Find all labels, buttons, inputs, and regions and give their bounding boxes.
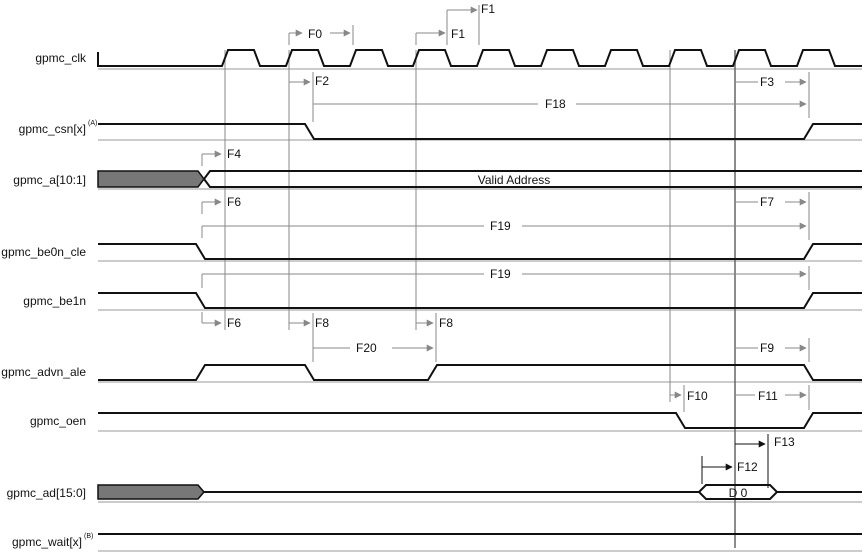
marker-F8-first: F8 — [315, 316, 329, 330]
marker-F10: F10 — [687, 389, 708, 403]
bus-text-data: D 0 — [729, 486, 748, 500]
signal-label-csn: gpmc_csn[x] — [19, 122, 86, 136]
timing-F7: F7 — [735, 192, 810, 240]
timing-F18: F18 — [313, 97, 807, 111]
timing-F3: F3 — [735, 72, 810, 118]
signal-label-wait: gpmc_wait[x] — [12, 535, 82, 549]
marker-F9: F9 — [760, 341, 774, 355]
marker-F13: F13 — [774, 435, 795, 449]
signal-superscript-csn: (A) — [88, 120, 97, 127]
waveform-ad: D 0 — [97, 484, 862, 500]
timing-F6-top: F6 — [201, 195, 241, 214]
signal-label-clk: gpmc_clk — [35, 51, 87, 65]
marker-F7: F7 — [760, 195, 774, 209]
timing-F13: F13 — [735, 434, 795, 488]
timing-F20: F20 — [313, 341, 434, 355]
signal-label-oen: gpmc_oen — [30, 414, 86, 428]
signal-superscript-wait: (B) — [84, 533, 93, 540]
marker-F1-high: F1 — [481, 2, 495, 16]
marker-F19-be1n: F19 — [490, 267, 511, 281]
signal-label-be0n: gpmc_be0n_cle — [1, 245, 86, 259]
marker-F0: F0 — [308, 27, 322, 41]
timing-F1: F1 F1 — [415, 2, 495, 45]
timing-F8-first: F8 — [289, 313, 329, 362]
timing-F12: F12 — [701, 456, 758, 484]
waveform-advn — [98, 364, 862, 381]
marker-F20: F20 — [356, 341, 377, 355]
marker-F4: F4 — [227, 147, 241, 161]
signal-label-a: gpmc_a[10:1] — [13, 173, 86, 187]
timing-F0: F0 — [288, 25, 354, 45]
waveform-be0n — [98, 243, 862, 260]
timing-F2: F2 — [289, 72, 329, 122]
marker-F19-be0n: F19 — [490, 219, 511, 233]
timing-F19-be1n: F19 — [201, 266, 810, 290]
timing-F10: F10 — [670, 385, 708, 412]
signal-label-be1n: gpmc_be1n — [23, 294, 86, 308]
timing-F9: F9 — [735, 338, 810, 362]
timing-F8-second: F8 — [416, 313, 453, 362]
reference-lines — [98, 68, 862, 552]
marker-F1-low: F1 — [451, 27, 465, 41]
marker-F6-top: F6 — [227, 195, 241, 209]
timing-F11: F11 — [735, 385, 810, 410]
marker-F2: F2 — [315, 74, 329, 88]
bus-text-address: Valid Address — [478, 173, 551, 187]
marker-F3: F3 — [760, 75, 774, 89]
timing-F19-be0n: F19 — [201, 219, 807, 238]
marker-F18: F18 — [545, 97, 566, 111]
waveform-csn — [98, 123, 862, 140]
marker-F12: F12 — [737, 460, 758, 474]
marker-F11: F11 — [758, 389, 778, 403]
waveform-a: Valid Address — [97, 170, 862, 188]
waveform-be1n — [98, 292, 862, 309]
waveform-oen — [98, 412, 862, 429]
marker-F6-bottom: F6 — [227, 316, 241, 330]
waveform-clk — [97, 49, 862, 67]
marker-F8-second: F8 — [439, 316, 453, 330]
signal-label-advn: gpmc_advn_ale — [1, 365, 86, 379]
timing-F6-bottom: F6 — [201, 312, 241, 330]
signal-label-ad: gpmc_ad[15:0] — [7, 486, 86, 500]
timing-F4: F4 — [201, 147, 241, 166]
